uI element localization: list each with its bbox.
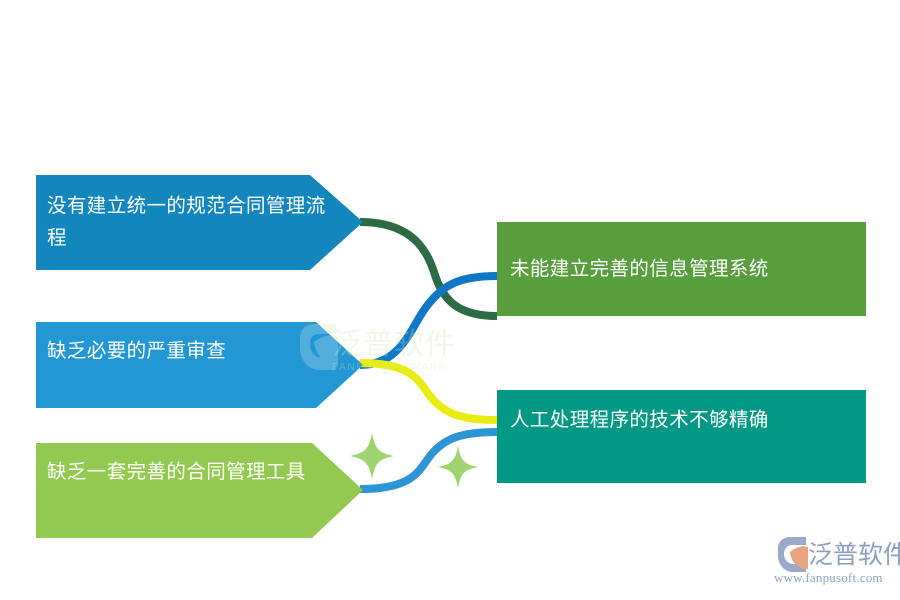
right-node-group [497,222,866,483]
left-node-group [36,175,363,538]
watermark-over-arrow2 [300,324,338,370]
sparkle-1-icon [350,433,394,479]
sparkle-2-icon [438,446,478,488]
right-node-1-shape[interactable] [497,222,866,316]
right-node-2-shape[interactable] [497,390,866,483]
connector-group [359,218,498,493]
connector-left2-to-right1 [359,272,498,369]
connector-left3-to-right2 [359,428,498,493]
connector-left2-to-right2-yellow [359,359,498,424]
left-node-3-shape[interactable] [36,443,363,538]
brand-logo: 泛普软件 www.fanpusoft.com [772,541,900,589]
left-node-2-shape[interactable] [36,322,363,408]
connector-left1-to-right2 [359,218,498,320]
brand-logo-mark [778,537,808,572]
sparkle-group [350,433,478,488]
brand-url: www.fanpusoft.com [774,570,883,585]
brand-name-cn: 泛普软件 [808,541,900,569]
left-node-1-shape[interactable] [36,175,363,270]
